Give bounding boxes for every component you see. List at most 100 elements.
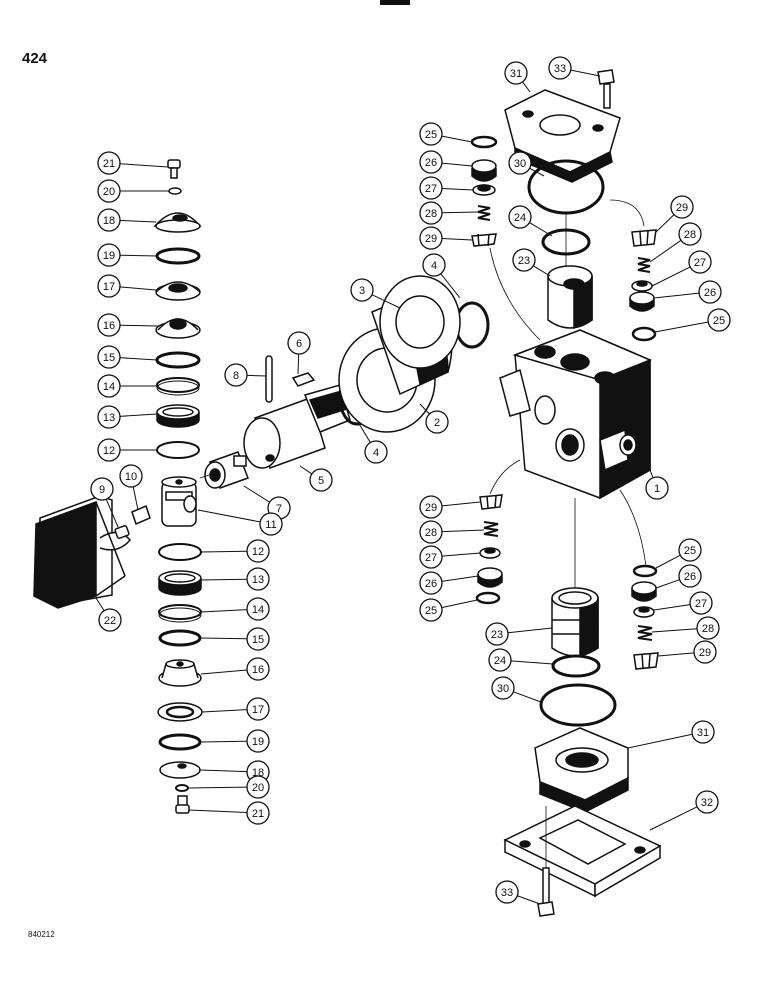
callout-number: 32: [701, 797, 713, 809]
callout-right-upper-29: 29: [655, 195, 694, 233]
callout-leader-line: [533, 265, 551, 277]
callout-bubble: [419, 598, 443, 622]
callout-bubble: [707, 308, 731, 332]
pump-body-1: [499, 329, 652, 500]
o-ring-30-bottom: [539, 683, 617, 727]
callout-bubble: [419, 176, 443, 200]
callout-leader-line: [653, 292, 700, 299]
callout-right-lower-29: 29: [657, 640, 717, 664]
callout-number: 28: [425, 527, 437, 539]
callout-bubble: [97, 274, 121, 298]
callout-number: 8: [233, 370, 239, 382]
callout-leader-line: [419, 403, 430, 415]
callout-bubble: [419, 226, 443, 250]
callout-center-11: 11: [197, 509, 283, 536]
callout-leader-line: [529, 167, 545, 177]
callout-number: 33: [554, 63, 566, 75]
callout-right-lower-27: 27: [419, 545, 481, 569]
bushing-7: [204, 451, 249, 489]
callout-number: 26: [425, 157, 437, 169]
callout-center-2: 2: [419, 403, 449, 434]
callout-leader-line: [299, 465, 313, 475]
callout-left-column-13: 13: [200, 567, 270, 591]
callout-bubble: [259, 512, 283, 536]
callout-bubble: [425, 410, 449, 434]
callout-leader-line: [200, 669, 248, 675]
callout-bubble: [246, 729, 270, 753]
bushing-13-top: [156, 404, 200, 428]
callout-leader-line: [441, 501, 481, 507]
callout-right-lower-32: 32: [649, 790, 719, 831]
callout-number: 28: [425, 208, 437, 220]
cap-screw-21-top: [167, 159, 181, 179]
callout-bubble: [97, 243, 121, 267]
callout-number: 9: [99, 484, 105, 496]
callout-bubble: [419, 545, 443, 569]
callout-left-column-20: 20: [97, 179, 169, 203]
callout-left-column-15: 15: [97, 345, 158, 369]
callout-number: 19: [103, 250, 115, 262]
callout-leader-line: [243, 485, 270, 503]
callout-bubble: [246, 775, 270, 799]
callout-leader-line: [513, 691, 542, 703]
callout-left-column-21: 21: [188, 801, 270, 825]
callout-bubble: [508, 151, 532, 175]
callout-center-6: 6: [287, 331, 311, 375]
callout-number: 14: [252, 604, 264, 616]
callout-right-lower-29: 29: [419, 495, 481, 519]
callout-number: 14: [103, 381, 115, 393]
callout-leader-line: [199, 740, 248, 743]
callout-number: 20: [252, 782, 264, 794]
callout-right-upper-27: 27: [419, 176, 474, 200]
spring-28-c: [483, 521, 499, 537]
callout-bubble: [287, 331, 311, 355]
callout-number: 5: [318, 475, 324, 487]
callout-leader-line: [649, 469, 654, 478]
cap-18-top: [153, 212, 202, 233]
callout-bubble: [97, 405, 121, 429]
bearing-housing-11: [161, 476, 197, 527]
valve-27-c: [479, 547, 501, 559]
callout-leader-line: [119, 219, 157, 223]
cage-29-c: [479, 494, 503, 510]
callout-leader-line: [441, 135, 473, 143]
washer-12-bottom: [158, 543, 202, 561]
callout-leader-line: [199, 637, 248, 640]
washer-20-bottom: [175, 784, 189, 792]
callout-leader-line: [510, 660, 554, 665]
callout-right-lower-26: 26: [419, 571, 479, 595]
callout-number: 11: [265, 519, 276, 531]
callout-number: 29: [676, 202, 688, 214]
callout-leader-line: [441, 575, 479, 582]
callout-bubble: [689, 591, 713, 615]
spring-28-a: [477, 205, 491, 221]
callout-number: 15: [103, 352, 115, 364]
callout-leader-line: [357, 421, 371, 443]
key-6: [291, 372, 316, 387]
callout-right-upper-29: 29: [419, 226, 473, 250]
callout-number: 25: [684, 545, 696, 557]
callout-right-upper-30: 30: [508, 151, 545, 177]
callout-number: 29: [425, 233, 437, 245]
callout-bubble: [224, 363, 248, 387]
callout-leader-line: [200, 609, 248, 613]
callout-leader-line: [649, 239, 682, 263]
callout-number: 13: [103, 412, 115, 424]
callout-leader-line: [441, 162, 473, 167]
callout-number: 22: [104, 615, 116, 627]
callout-number: 12: [252, 546, 264, 558]
callout-leader-line: [95, 597, 105, 611]
pin-8: [265, 355, 273, 403]
cage-29-d: [633, 652, 659, 670]
callout-number: 4: [373, 447, 379, 459]
callout-number: 27: [695, 598, 707, 610]
callout-number: 27: [425, 552, 437, 564]
callout-leader-line: [440, 273, 461, 299]
callout-layer: 2120181917161514131212131415161719182021…: [90, 56, 731, 905]
callout-number: 16: [252, 664, 264, 676]
callout-leader-line: [655, 554, 681, 569]
callout-bubble: [246, 657, 270, 681]
seat-17-bottom: [157, 702, 203, 722]
callout-right-lower-26: 26: [655, 564, 702, 589]
cage-29-b: [631, 229, 657, 247]
